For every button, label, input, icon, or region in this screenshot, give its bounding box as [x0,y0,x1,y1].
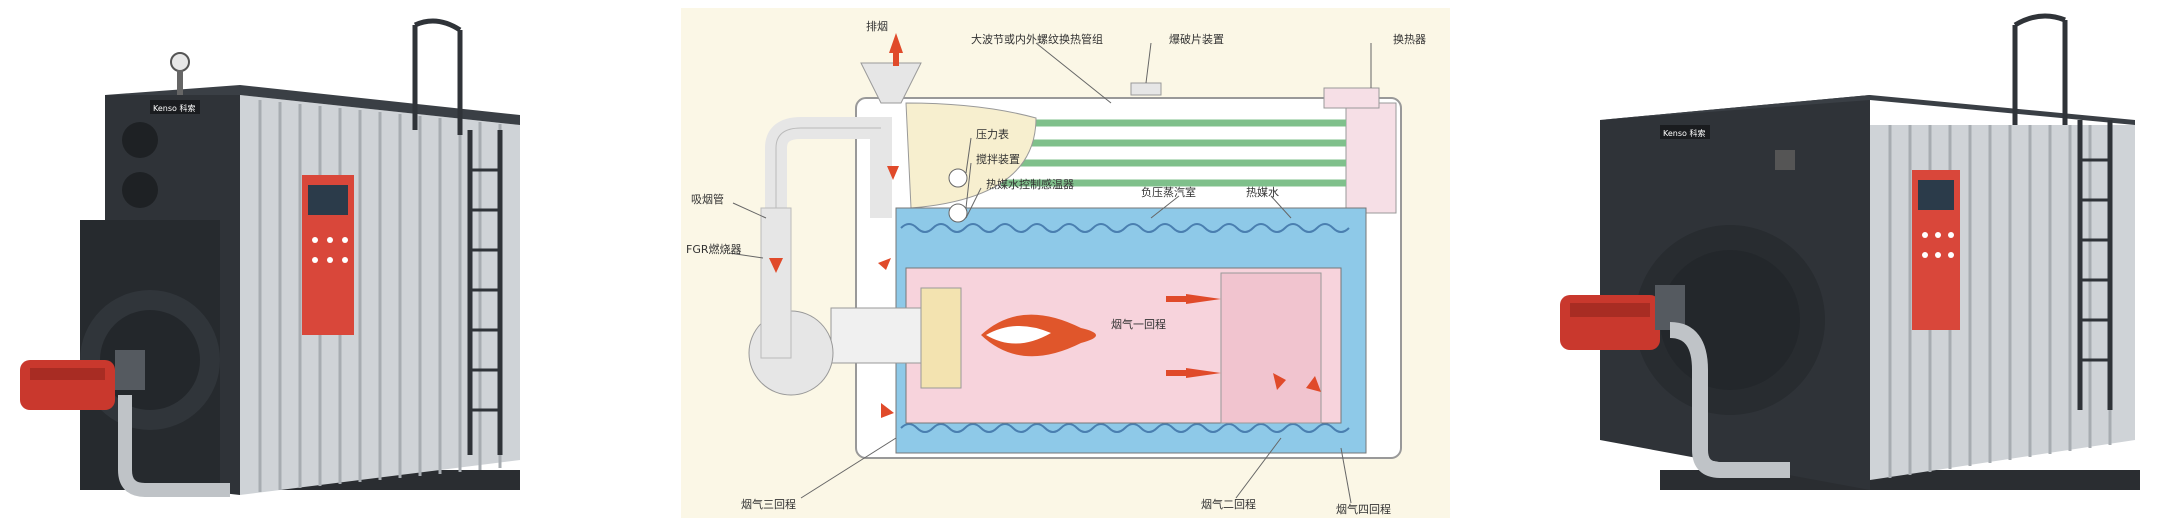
label-pressure-gauge: 压力表 [976,127,1009,141]
label-flue-pass-4: 烟气四回程 [1336,502,1391,516]
label-mixing-device: 搅拌装置 [976,152,1020,166]
label-flue-pass-3: 烟气三回程 [741,497,796,511]
left-ladder [412,18,503,455]
left-boiler-illustration: Kenso 科索 [20,18,520,497]
label-temp-controller: 热媒水控制感温器 [986,177,1074,191]
label-suction-pipe: 吸烟管 [691,192,724,206]
label-fgr-burner: FGR燃烧器 [686,242,742,256]
label-tube-bundle: 大波节或内外螺纹换热管组 [971,32,1103,46]
label-negative-pressure-chamber: 负压蒸汽室 [1141,185,1196,199]
left-brand-label: Kenso 科索 [153,103,195,113]
label-explosion-device: 爆破片装置 [1169,32,1224,46]
label-flue-pass-2: 烟气二回程 [1201,497,1256,511]
left-boiler-image: Kenso 科索 [0,0,540,524]
label-flue-pass-1: 烟气一回程 [1111,317,1166,331]
label-heat-medium-water: 热媒水 [1246,186,1279,199]
right-brand-label: Kenso 科索 [1663,128,1705,138]
label-exhaust: 排烟 [866,19,888,33]
right-boiler-image: Kenso 科索 [1560,0,2166,524]
left-burner [20,360,115,410]
right-ladder [2012,13,2113,410]
diagram-svg: 排烟 大波节或内外螺纹换热管组 爆破片装置 换热器 压力表 搅拌装置 热媒水控制… [686,19,1426,516]
label-heat-exchanger: 换热器 [1393,32,1426,46]
boiler-cross-section-diagram: 排烟 大波节或内外螺纹换热管组 爆破片装置 换热器 压力表 搅拌装置 热媒水控制… [681,8,1450,518]
right-boiler-illustration: Kenso 科索 [1560,13,2140,490]
